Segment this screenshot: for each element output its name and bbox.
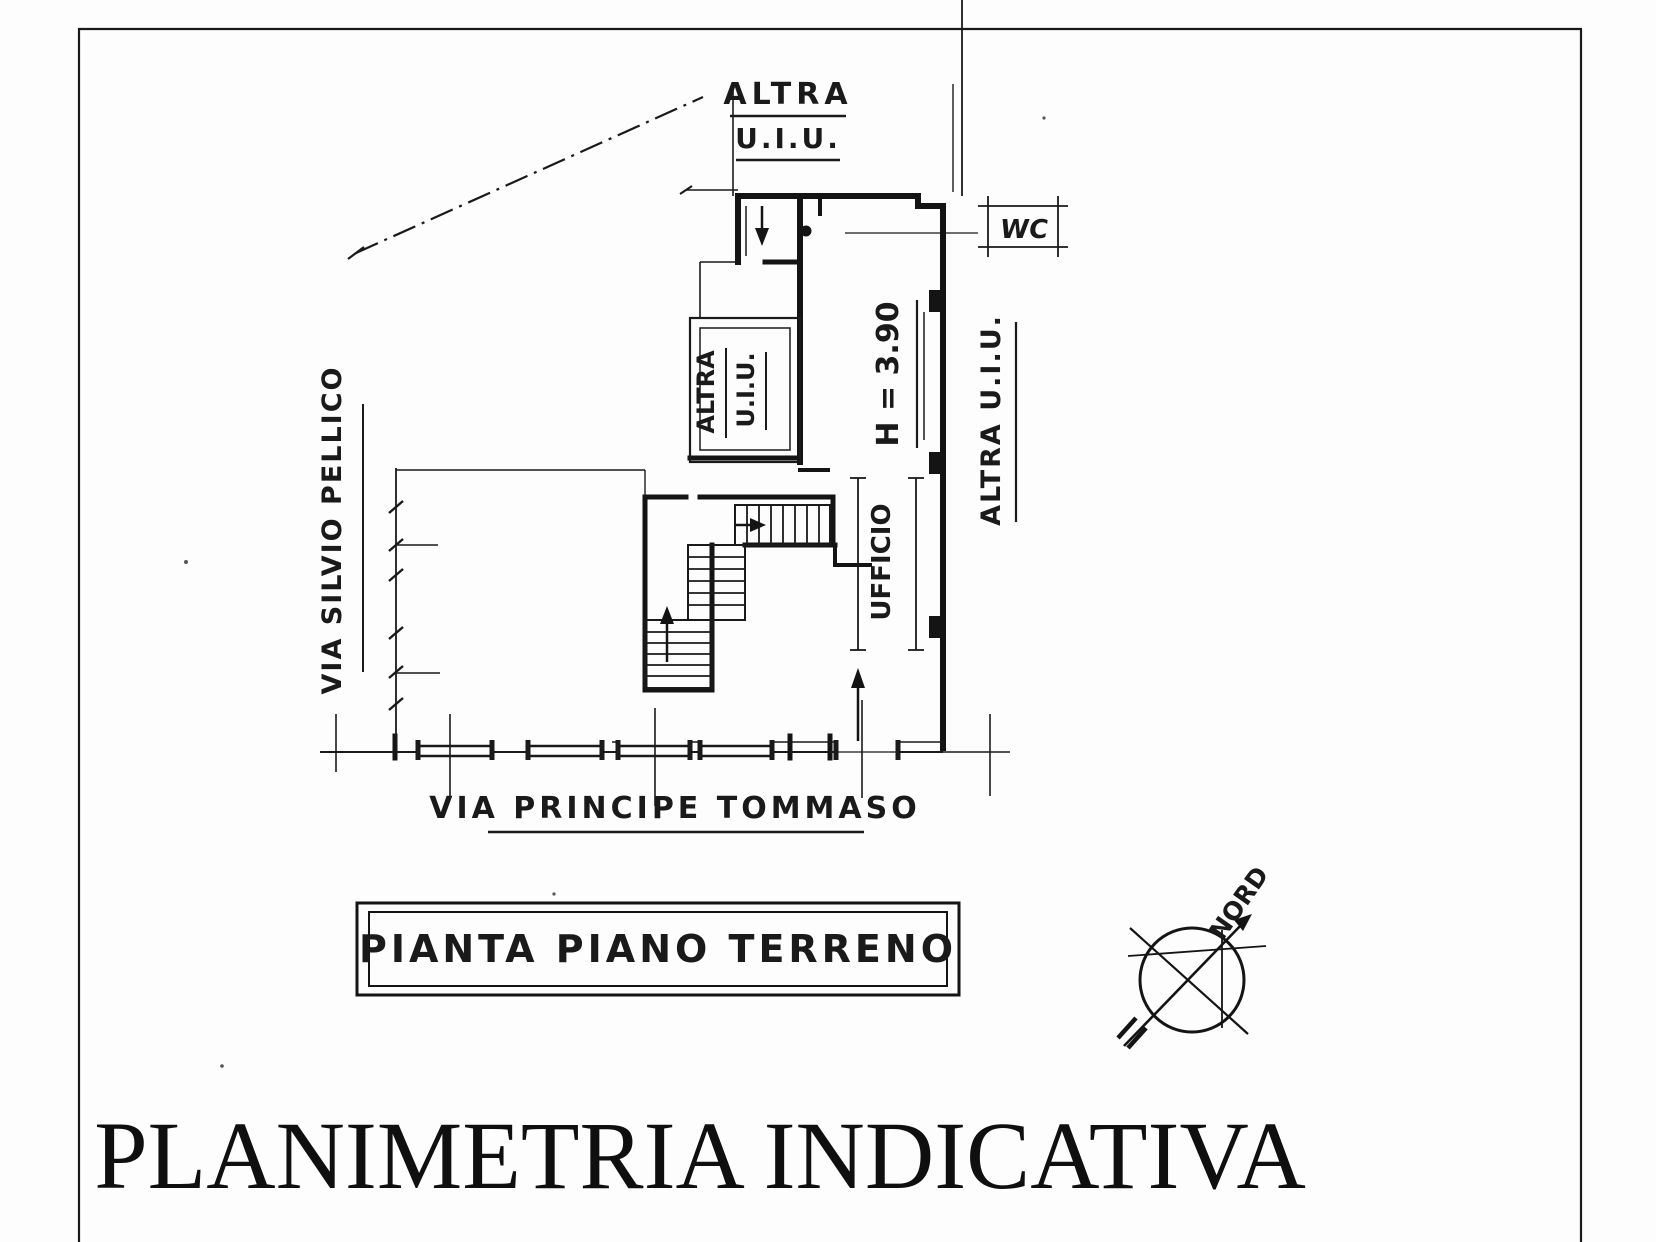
altra-uiu-top-line2: U.I.U. (735, 122, 841, 155)
entrance-opening (833, 740, 901, 760)
ufficio-bracket (850, 477, 924, 651)
street-bottom: VIA PRINCIPE TOMMASO (429, 791, 921, 834)
dimension-lines-left (388, 468, 646, 753)
wc-box (845, 196, 1068, 257)
entry-detail-lines (679, 185, 747, 318)
altra-uiu-inner-line2: U.I.U. (732, 352, 760, 427)
altra-uiu-right: ALTRA U.I.U. (976, 314, 1018, 526)
nord-label: NORD (1204, 861, 1275, 945)
altra-uiu-inner-line1: ALTRA (692, 350, 720, 434)
caption-box: PIANTA PIANO TERRENO (355, 901, 961, 997)
door-hinge-dot (800, 225, 812, 237)
height-note: H = 3.90 (871, 300, 925, 448)
building-walls (392, 193, 946, 761)
altra-uiu-inner-label: ALTRA U.I.U. (692, 348, 767, 438)
dimension-ticks-bottom (335, 700, 991, 806)
window-openings (415, 740, 901, 760)
stairs-icon (644, 504, 831, 689)
stair-arrow-right-icon (735, 518, 766, 532)
inner-unit-box (688, 316, 802, 464)
altra-uiu-top-label: ALTRA U.I.U. (723, 77, 852, 162)
stair-arrow-up-icon (660, 606, 674, 662)
scan-noise (184, 116, 1046, 1068)
entry-arrow-icon (755, 206, 769, 246)
street-left: VIA SILVIO PELLICO (317, 366, 364, 695)
upper-extension-lines (952, 0, 963, 196)
caption-label: PIANTA PIANO TERRENO (359, 927, 957, 971)
wall-pilasters (929, 290, 943, 638)
boundary-dash-line (347, 90, 734, 260)
altra-uiu-top-line1: ALTRA (723, 77, 852, 112)
page-frame (77, 27, 1583, 1242)
altra-uiu-right-label: ALTRA U.I.U. (976, 314, 1007, 526)
height-label: H = 3.90 (871, 301, 906, 446)
entrance-arrow-icon (851, 668, 865, 746)
street-left-label: VIA SILVIO PELLICO (317, 366, 348, 695)
main-title: PLANIMETRIA INDICATIVA (94, 1102, 1306, 1209)
street-bottom-label: VIA PRINCIPE TOMMASO (429, 791, 921, 826)
north-compass-icon (1116, 914, 1267, 1050)
wc-label: WC (998, 215, 1050, 245)
ufficio-label: UFFICIO (867, 503, 897, 620)
